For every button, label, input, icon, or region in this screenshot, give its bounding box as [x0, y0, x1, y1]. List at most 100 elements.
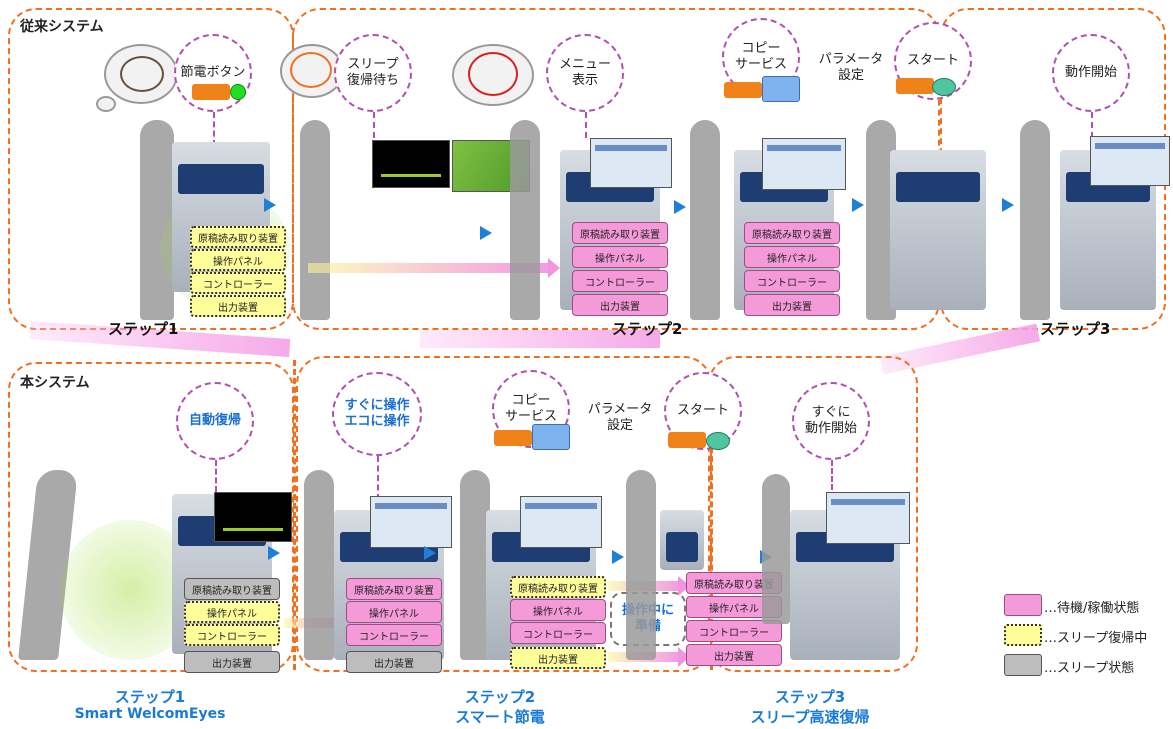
- module-output: 出力装置: [572, 294, 668, 316]
- step-arrow: [612, 550, 624, 564]
- new-step1-label: ステップ1: [114, 688, 186, 706]
- legacy-step3-label: ステップ3: [1040, 320, 1111, 338]
- person-silhouette: [626, 470, 656, 660]
- step-arrow: [264, 198, 276, 212]
- module-controller: コントローラー: [572, 270, 668, 292]
- scribble-icon: [120, 56, 164, 92]
- module-controller: コントローラー: [346, 624, 442, 646]
- person-silhouette: [300, 120, 330, 320]
- person-silhouette: [762, 474, 790, 624]
- module-output: 出力装置: [190, 295, 286, 317]
- copy-service-icon: [532, 424, 570, 450]
- module-scanner: 原稿読み取り装置: [572, 222, 668, 244]
- legend-label-active: …待機/稼働状態: [1044, 601, 1140, 616]
- new-step3-frame: [708, 356, 918, 672]
- legacy-bubble-menu: メニュー 表示: [546, 34, 624, 112]
- bubble-tail: [213, 112, 215, 146]
- step-arrow: [268, 546, 280, 560]
- new-step3-subtitle: スリープ高速復帰: [750, 708, 870, 726]
- new-bubble-auto-wake: 自動復帰: [176, 382, 254, 460]
- legacy-step2-label: ステップ2: [612, 320, 683, 338]
- new-param-label: パラメータ 設定: [587, 402, 653, 433]
- module-panel: 操作パネル: [184, 601, 280, 623]
- bubble-tail: [215, 460, 217, 492]
- module-scanner: 原稿読み取り装置: [346, 578, 442, 600]
- bubble-tail: [373, 112, 375, 138]
- module-panel: 操作パネル: [744, 246, 840, 268]
- copy-screen: [520, 496, 602, 548]
- person-silhouette: [1020, 120, 1050, 320]
- legacy-bubble-operation-start: 動作開始: [1052, 34, 1130, 112]
- new-step2-label: ステップ2: [464, 688, 536, 706]
- new-step2-subtitle: スマート節電: [455, 708, 545, 726]
- module-controller: コントローラー: [686, 620, 782, 642]
- copy-service-icon: [762, 76, 800, 102]
- hand-icon: [724, 82, 762, 98]
- step-arrow: [674, 200, 686, 214]
- scribble-icon: [290, 52, 332, 88]
- step-arrow: [852, 198, 864, 212]
- module-controller: コントローラー: [744, 270, 840, 292]
- module-panel: 操作パネル: [572, 246, 668, 268]
- thought-dot: [96, 96, 116, 112]
- module-scanner: 原稿読み取り装置: [510, 576, 606, 598]
- mfp-machine: [890, 150, 986, 310]
- mfp-machine: [660, 510, 704, 570]
- operation-screen: [1090, 136, 1170, 186]
- hand-icon: [494, 430, 532, 446]
- legacy-bubble-power-button: 節電ボタン: [174, 34, 252, 112]
- sleep-screen: [372, 140, 450, 188]
- bubble-tail: [585, 112, 587, 138]
- person-silhouette: [140, 120, 174, 320]
- copy-screen: [762, 138, 846, 190]
- power-button-icon: [230, 84, 246, 100]
- module-scanner: 原稿読み取り装置: [184, 578, 280, 600]
- legacy-step1-label: ステップ1: [108, 320, 179, 338]
- divider-line: [710, 420, 713, 670]
- person-silhouette: [690, 120, 720, 320]
- operation-screen: [826, 492, 910, 544]
- module-controller: コントローラー: [510, 622, 606, 644]
- divider-line: [293, 360, 296, 670]
- new-step3-label: ステップ3: [774, 688, 846, 706]
- row-transition-arrow-mid: [420, 330, 660, 348]
- hand-icon: [192, 84, 230, 100]
- step-arrow: [424, 546, 436, 560]
- step-arrow: [1002, 198, 1014, 212]
- module-scanner: 原稿読み取り装置: [190, 226, 286, 248]
- start-button-icon: [932, 78, 956, 96]
- module-output: 出力装置: [510, 647, 606, 669]
- wake-flow-arrow: [308, 258, 560, 278]
- hand-icon: [896, 78, 934, 94]
- person-silhouette: [304, 470, 334, 660]
- new-step1-subtitle: Smart WelcomEyes: [74, 706, 226, 722]
- legend-swatch-active: [1004, 594, 1042, 616]
- module-scanner: 原稿読み取り装置: [744, 222, 840, 244]
- legacy-param-label: パラメータ 設定: [818, 52, 884, 83]
- start-button-icon: [706, 432, 730, 450]
- bubble-tail: [377, 456, 379, 500]
- bubble-tail: [831, 460, 833, 490]
- new-bubble-instant-start: すぐに 動作開始: [792, 382, 870, 460]
- module-panel: 操作パネル: [190, 249, 286, 271]
- legacy-system-title: 従来システム: [20, 19, 104, 35]
- module-output: 出力装置: [184, 651, 280, 673]
- module-output: 出力装置: [744, 294, 840, 316]
- module-panel: 操作パネル: [346, 601, 442, 623]
- new-system-title: 本システム: [20, 375, 90, 391]
- new-bubble-instant-operation: すぐに操作 エコに操作: [332, 372, 422, 456]
- person-silhouette: [510, 120, 540, 320]
- scribble-icon: [468, 52, 518, 96]
- module-output: 出力装置: [346, 651, 442, 673]
- module-panel: 操作パネル: [510, 599, 606, 621]
- module-output: 出力装置: [686, 644, 782, 666]
- legend-swatch-waking: [1004, 624, 1042, 646]
- legend-swatch-sleep: [1004, 654, 1042, 676]
- module-controller: コントローラー: [190, 272, 286, 294]
- legend-label-sleep: …スリープ状態: [1044, 661, 1135, 676]
- legacy-bubble-sleep-wait: スリープ 復帰待ち: [334, 34, 412, 112]
- sleep-screen: [214, 492, 292, 542]
- step-arrow: [480, 226, 492, 240]
- menu-screen: [590, 138, 672, 188]
- bubble-tail: [1091, 112, 1093, 138]
